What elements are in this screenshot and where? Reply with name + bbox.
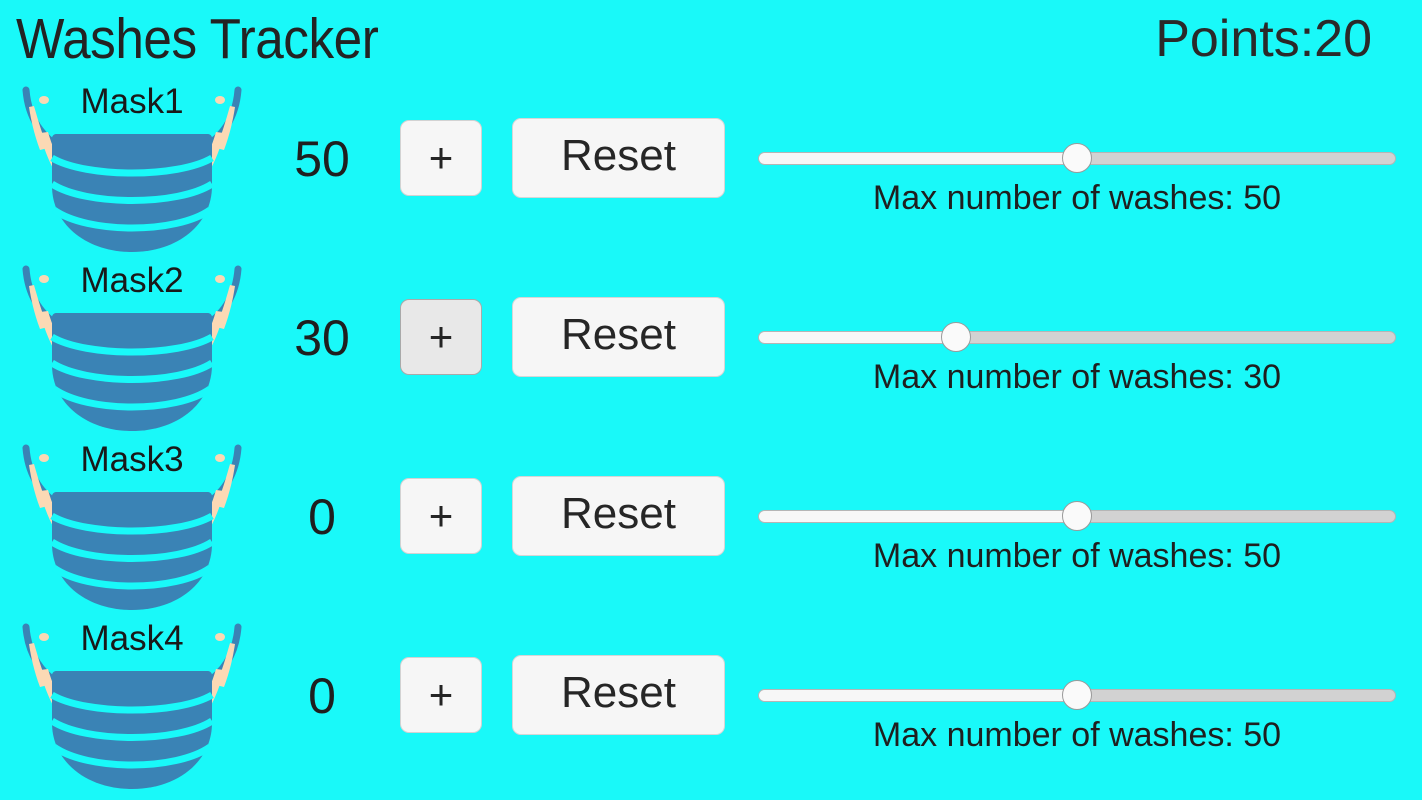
mask-row-list: Mask1 50 + Reset Max number of washes: 5… [0, 78, 1422, 794]
increment-washes-button[interactable]: + [400, 299, 482, 375]
reset-washes-button[interactable]: Reset [512, 655, 725, 735]
slider-thumb[interactable] [1062, 501, 1092, 531]
increment-washes-button[interactable]: + [400, 478, 482, 554]
app-header: Washes Tracker Points:20 [0, 0, 1422, 78]
slider-track[interactable] [758, 331, 1396, 344]
points-display: Points:20 [1155, 10, 1372, 68]
max-washes-slider[interactable] [758, 501, 1396, 531]
mask-icon-cell: Mask4 [8, 615, 256, 794]
mask-row: Mask2 30 + Reset Max number of washes: 3… [0, 257, 1422, 436]
face-mask-icon [22, 444, 242, 610]
face-mask-icon [22, 265, 242, 431]
slider-fill [759, 511, 1077, 522]
slider-fill [759, 153, 1077, 164]
wash-count-value: 50 [294, 131, 350, 187]
slider-fill [759, 332, 957, 343]
page-title: Washes Tracker [16, 7, 379, 71]
mask-icon-cell: Mask1 [8, 78, 256, 257]
reset-washes-button[interactable]: Reset [512, 118, 725, 198]
max-washes-caption: Max number of washes: 50 [872, 716, 1282, 754]
wash-count-value: 30 [294, 310, 350, 366]
reset-washes-button[interactable]: Reset [512, 476, 725, 556]
max-washes-slider[interactable] [758, 322, 1396, 352]
mask-icon-cell: Mask3 [8, 436, 256, 615]
max-washes-slider[interactable] [758, 680, 1396, 710]
increment-washes-button[interactable]: + [400, 120, 482, 196]
wash-count-value: 0 [308, 489, 336, 545]
increment-washes-button[interactable]: + [400, 657, 482, 733]
reset-washes-button[interactable]: Reset [512, 297, 725, 377]
mask-row: Mask1 50 + Reset Max number of washes: 5… [0, 78, 1422, 257]
mask-icon-cell: Mask2 [8, 257, 256, 436]
max-washes-caption: Max number of washes: 30 [872, 358, 1282, 396]
face-mask-icon [22, 86, 242, 252]
slider-thumb[interactable] [1062, 143, 1092, 173]
max-washes-caption: Max number of washes: 50 [872, 537, 1282, 575]
slider-thumb[interactable] [940, 322, 971, 352]
wash-count-value: 0 [308, 668, 336, 724]
mask-row: Mask3 0 + Reset Max number of washes: 50 [0, 436, 1422, 615]
face-mask-icon [22, 623, 242, 789]
slider-thumb[interactable] [1062, 680, 1092, 710]
max-washes-caption: Max number of washes: 50 [872, 179, 1282, 217]
mask-row: Mask4 0 + Reset Max number of washes: 50 [0, 615, 1422, 794]
slider-fill [759, 690, 1077, 701]
max-washes-slider[interactable] [758, 143, 1396, 173]
